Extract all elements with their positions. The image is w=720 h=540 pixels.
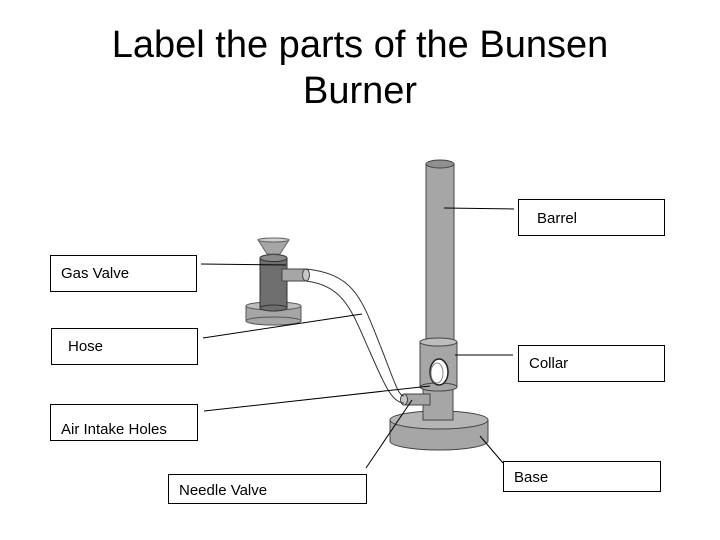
gas-valve-knob [257,237,290,255]
hose [305,268,405,404]
leader-line-barrel [443,207,515,210]
label-collar-text: Collar [529,355,569,372]
label-collar: Collar [518,345,665,382]
page-title: Label the parts of the Bunsen Burner [0,22,720,114]
leader-line-air-intake [203,385,431,412]
leader-line-hose [202,313,363,339]
label-base-text: Base [514,469,549,486]
leader-line-base [479,435,504,464]
title-line-2: Burner [302,70,418,112]
burner-barrel [425,159,455,347]
gas-valve-outlet [281,268,310,282]
label-needle-valve: Needle Valve [168,474,367,504]
label-hose-text: Hose [68,338,104,355]
label-barrel-text: Barrel [537,210,578,227]
label-air-intake-holes: Air Intake Holes [50,404,198,441]
label-gas-valve: Gas Valve [50,255,197,292]
leader-line-needle-valve [365,399,413,469]
leader-lines [200,207,515,469]
label-barrel: Barrel [518,199,665,236]
gas-valve-body [259,254,288,312]
title-line-1: Label the parts of the Bunsen [111,24,609,66]
air-intake-hole [429,358,449,386]
burner-collar [419,337,458,392]
label-base: Base [503,461,661,492]
gas-inlet-spout [400,393,431,406]
label-needle-valve-text: Needle Valve [179,482,268,499]
label-gas-valve-text: Gas Valve [61,265,130,282]
leader-line-gas-valve [200,263,287,266]
label-air-intake-holes-text: Air Intake Holes [61,421,167,438]
label-hose: Hose [51,328,198,365]
